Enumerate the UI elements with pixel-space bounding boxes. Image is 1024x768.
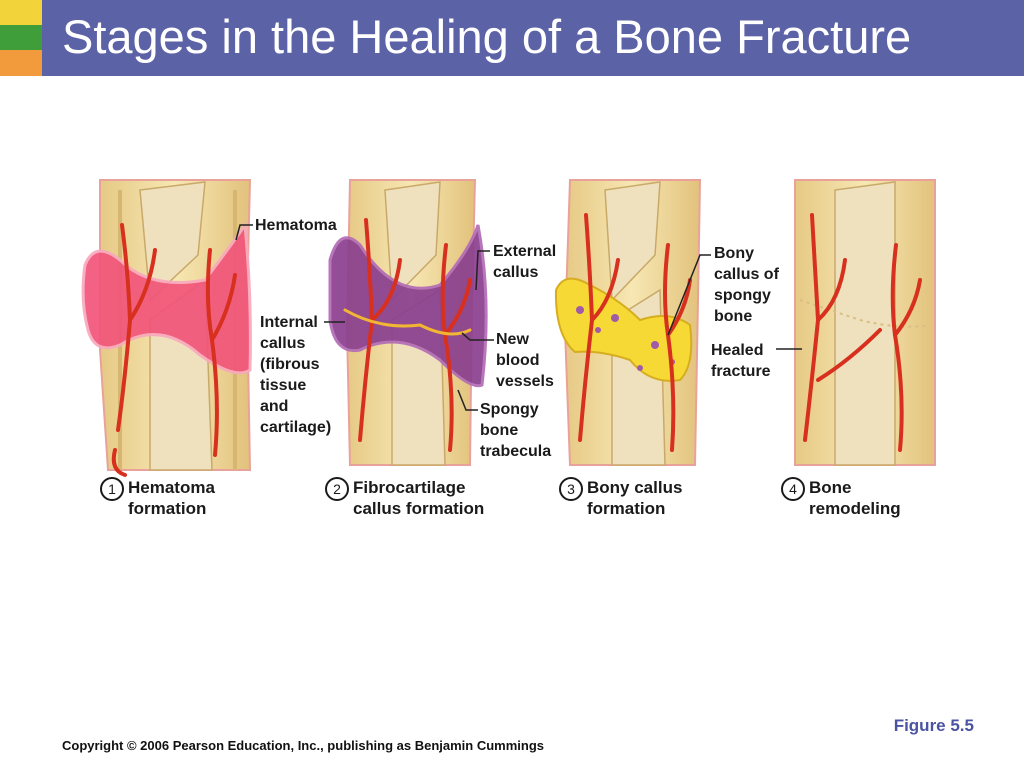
title-bar: Stages in the Healing of a Bone Fracture	[42, 0, 1024, 76]
accent-green-block	[0, 25, 42, 50]
stage-3-title: Bony callus formation	[587, 478, 683, 518]
label-hematoma: Hematoma	[255, 217, 337, 234]
label-spongy-bone-trabecula: Spongy bone trabecula	[480, 401, 552, 460]
stage-number-3: 3	[559, 477, 583, 501]
stage-2-blood-vessels	[343, 218, 472, 452]
stage-4-blood-vessels	[803, 213, 922, 452]
stage-number-2: 2	[325, 477, 349, 501]
callout-leader-lines	[235, 224, 802, 411]
label-external-callus: External callus	[493, 243, 557, 281]
stage-2-title: Fibrocartilage callus formation	[353, 478, 485, 518]
stage-3-blood-vessels	[578, 213, 692, 452]
stage-number-4: 4	[781, 477, 805, 501]
stage-number-1: 1	[100, 477, 124, 501]
copyright-notice: Copyright © 2006 Pearson Education, Inc.…	[62, 738, 544, 753]
stage-4-title: Bone remodeling	[809, 478, 901, 518]
label-internal-callus: Internal callus (fibrous tissue and cart…	[260, 314, 332, 436]
accent-orange-block	[0, 50, 42, 76]
figure-label: Figure 5.5	[893, 716, 974, 735]
stage-1-blood-vessels	[111, 223, 237, 477]
label-new-blood-vessels: New blood vessels	[496, 331, 554, 390]
slide-title: Stages in the Healing of a Bone Fracture	[62, 10, 912, 63]
stage-1-title: Hematoma formation	[128, 478, 215, 518]
label-bony-callus: Bony callus of spongy bone	[714, 245, 779, 325]
accent-yellow-block	[0, 0, 42, 25]
label-healed-fracture: Healed fracture	[711, 342, 771, 380]
